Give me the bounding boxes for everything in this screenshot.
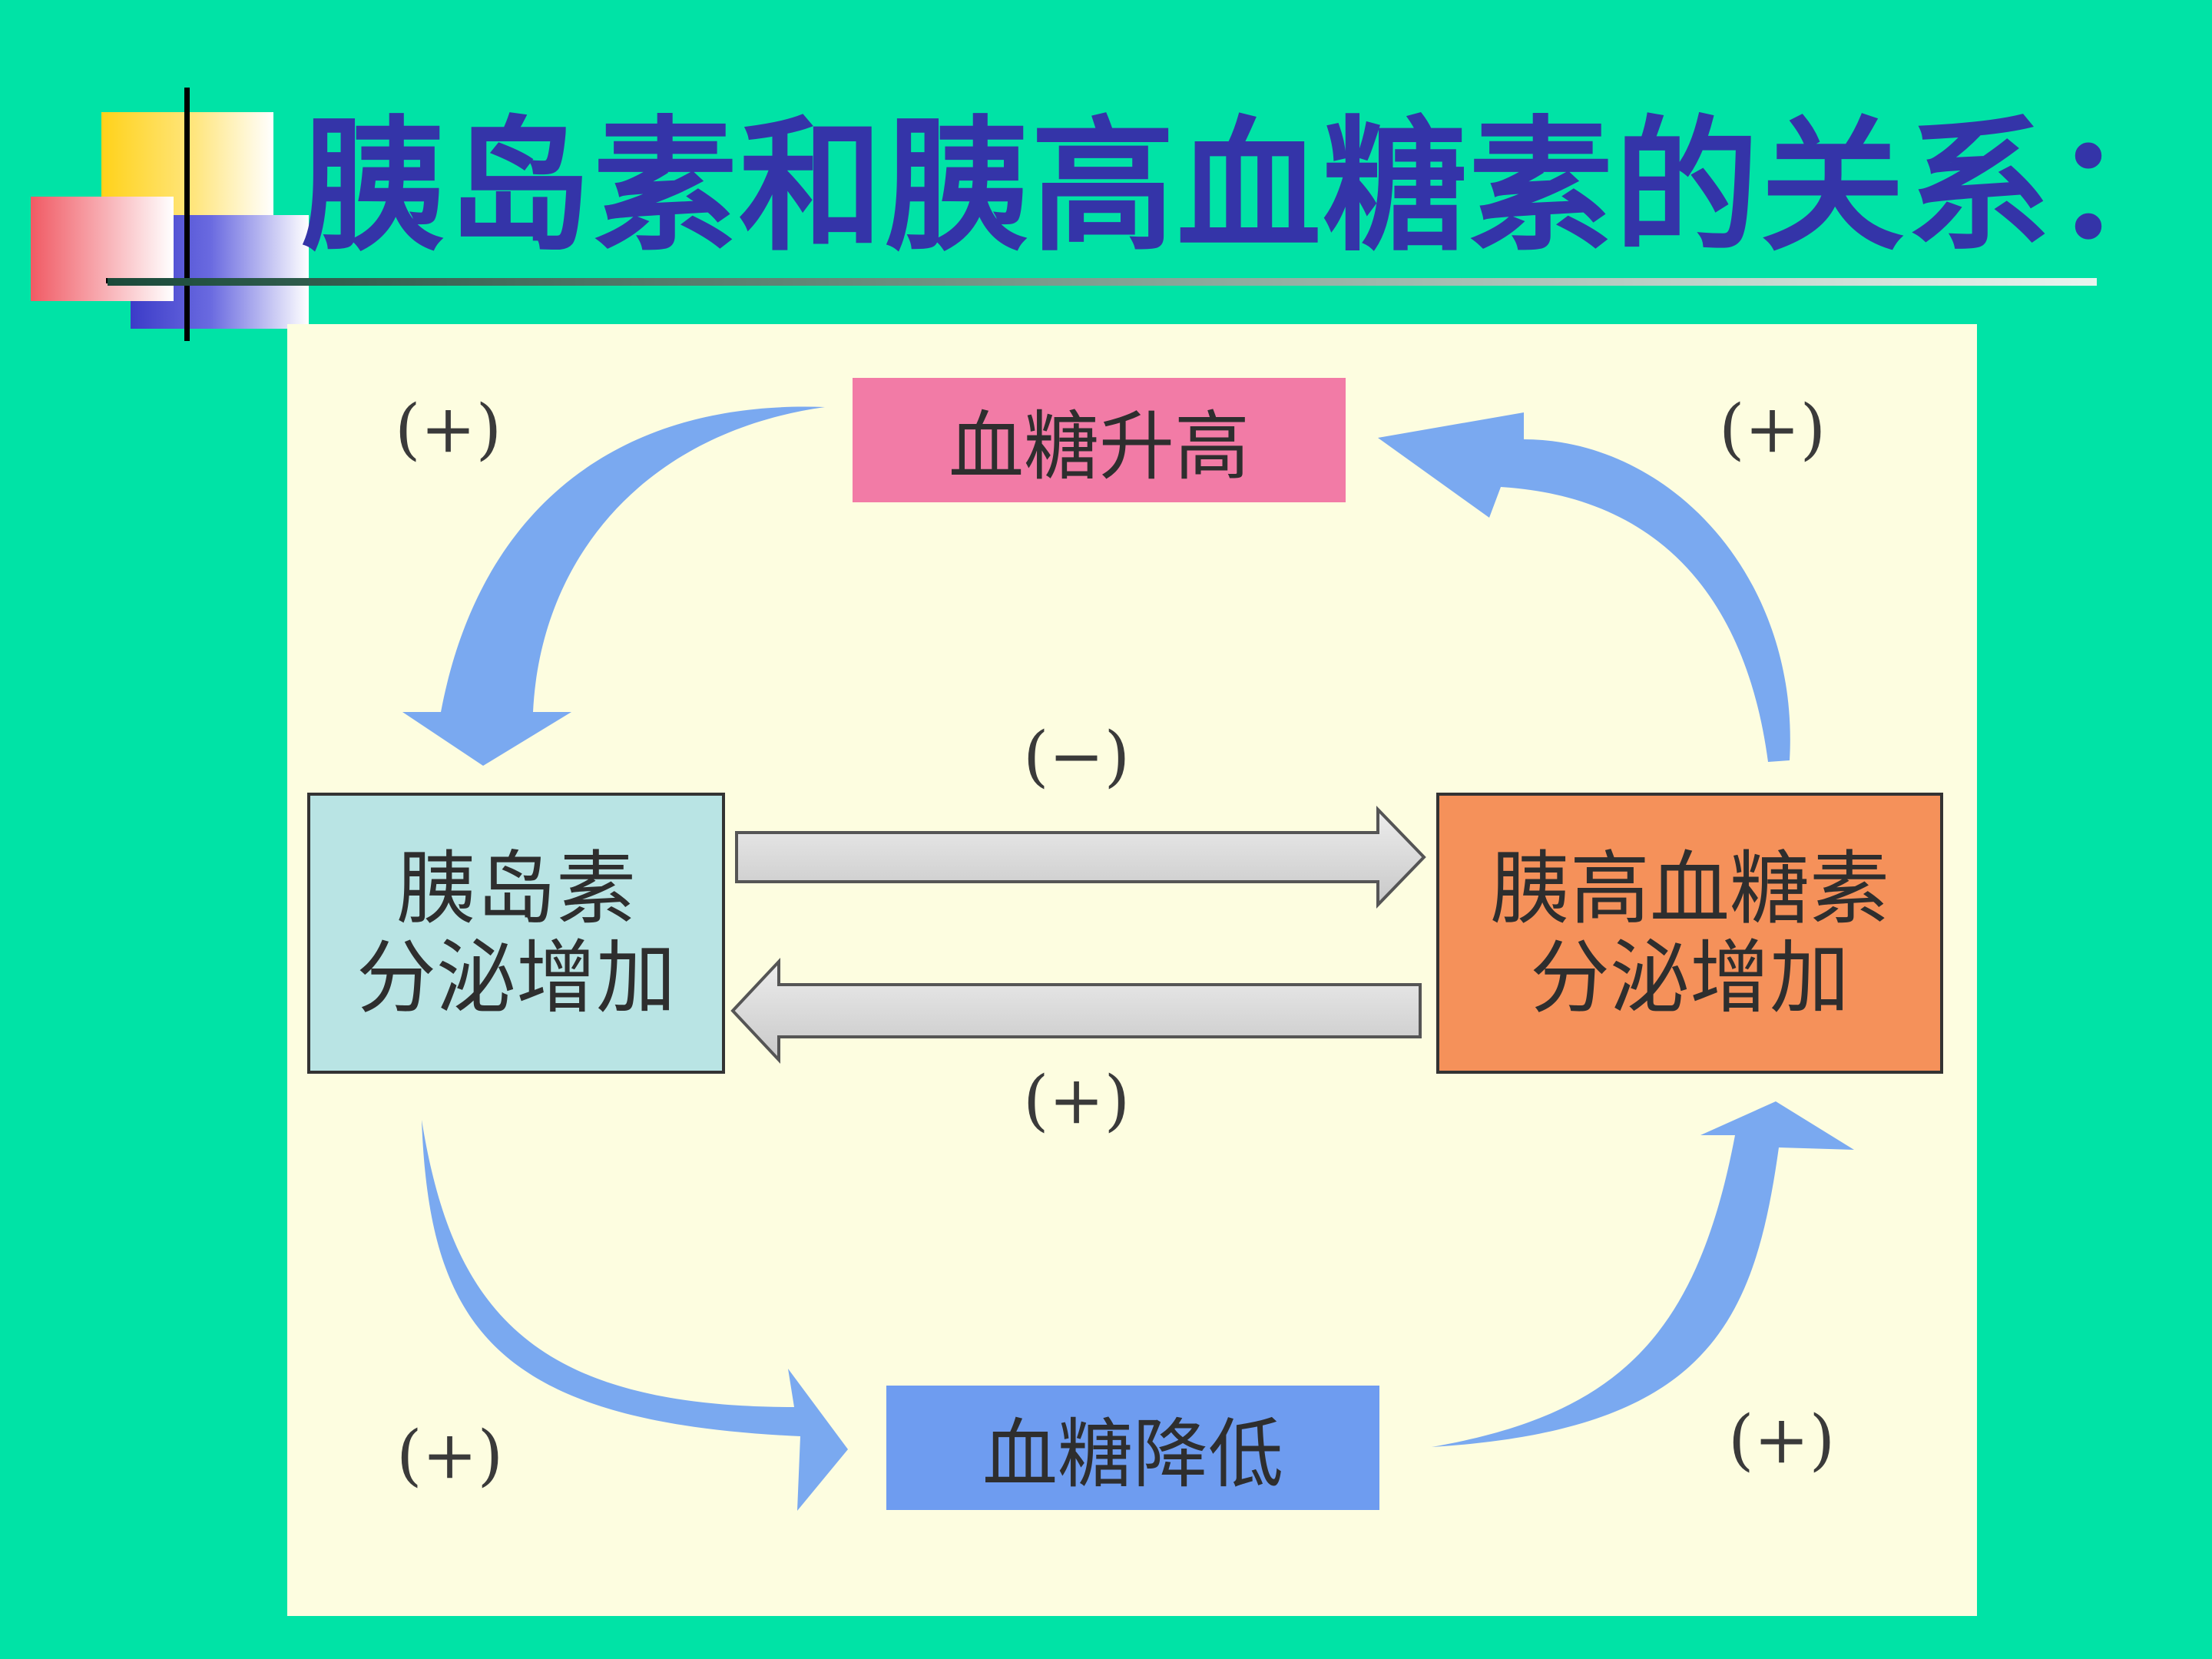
deco-vertical-line [184, 88, 190, 341]
node-insulin-line-1: 胰岛素 [396, 841, 636, 935]
sign-rise-to-insulin: (+) [395, 391, 502, 468]
node-glucagon-line-1: 胰高血糖素 [1489, 841, 1889, 935]
sign-fall-to-glucagon: (+) [1728, 1402, 1836, 1479]
arrow-insulin-to-glucagon [735, 806, 1426, 909]
node-insulin-line-2: 分泌增加 [356, 931, 676, 1025]
sign-glucagon-to-insulin: (+) [1023, 1062, 1131, 1139]
diagram-arrows [402, 406, 1854, 1511]
sign-glucagon-to-rise: (+) [1719, 391, 1826, 468]
node-insulin-secretion: 胰岛素 分泌增加 [307, 793, 725, 1074]
arrow-glucagon-to-rise [1378, 412, 1790, 762]
arrow-rise-to-insulin [402, 406, 825, 766]
diagram-panel: 血糖升高 血糖降低 胰岛素 分泌增加 胰高血糖素 分泌增加 (+) (+) (−… [287, 324, 1977, 1616]
arrow-glucagon-to-insulin [730, 957, 1422, 1065]
node-glucagon-secretion: 胰高血糖素 分泌增加 [1436, 793, 1943, 1074]
title-underline [108, 278, 2097, 286]
node-blood-sugar-rise: 血糖升高 [853, 378, 1346, 502]
arrow-insulin-to-fall [422, 1120, 848, 1511]
node-blood-sugar-fall-label: 血糖降低 [982, 1411, 1283, 1498]
node-glucagon-line-2: 分泌增加 [1529, 931, 1849, 1025]
node-blood-sugar-rise-label: 血糖升高 [948, 403, 1250, 491]
sign-insulin-to-glucagon: (−) [1023, 718, 1131, 795]
slide-title: 胰岛素和胰高血糖素的关系： [301, 103, 2198, 271]
arrow-fall-to-glucagon [1432, 1101, 1854, 1447]
sign-insulin-to-fall: (+) [396, 1417, 504, 1494]
node-blood-sugar-fall: 血糖降低 [886, 1386, 1379, 1510]
